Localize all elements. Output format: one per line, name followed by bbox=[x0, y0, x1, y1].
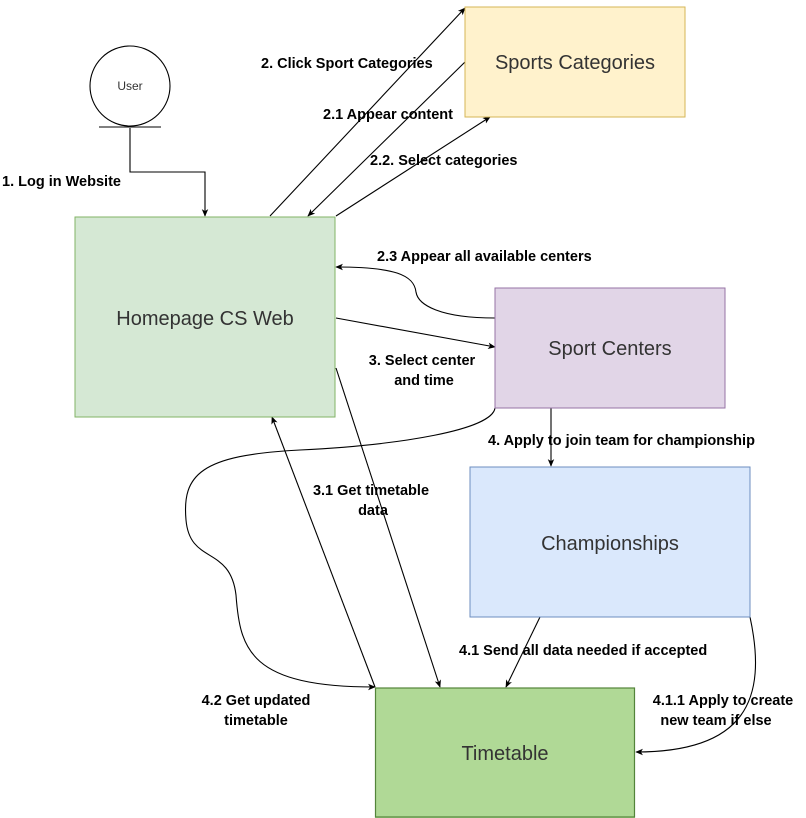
sports-categories-border bbox=[464, 6, 686, 118]
homepage-node: Homepage CS Web bbox=[74, 216, 336, 418]
edge-centers-to-homepage bbox=[335, 263, 496, 319]
edge-homepage-to-timetable bbox=[335, 367, 441, 688]
edge-homepage-to-categories bbox=[269, 7, 466, 217]
edge-label-appear-content: 2.1 Appear content bbox=[323, 107, 453, 123]
edge-label-click-categories: 2. Click Sport Categories bbox=[261, 56, 433, 72]
edge-label-updated-timetable-line2: timetable bbox=[224, 713, 288, 729]
sport-centers-label: Sport Centers bbox=[548, 338, 671, 360]
championships-node: Championships bbox=[469, 466, 751, 618]
edge-championships-new-team bbox=[635, 616, 757, 756]
championships-label: Championships bbox=[541, 533, 679, 555]
edge-label-appear-centers: 2.3 Appear all available centers bbox=[377, 249, 592, 265]
timetable-node: Timetable bbox=[374, 687, 636, 818]
edge-categories-to-homepage bbox=[307, 61, 466, 217]
user-label: User bbox=[117, 79, 142, 93]
sport-centers-node: Sport Centers bbox=[494, 287, 726, 409]
sports-categories-box bbox=[465, 7, 685, 117]
edge-label-create-team-line2: new team if else bbox=[660, 713, 771, 729]
edge-homepage-to-centers bbox=[335, 317, 496, 349]
timetable-box bbox=[375, 688, 635, 818]
timetable-label: Timetable bbox=[461, 743, 548, 765]
edge-label-updated-timetable-line1: 4.2 Get updated bbox=[202, 693, 311, 709]
edge-label-select-center-line1: 3. Select center bbox=[369, 353, 476, 369]
sport-centers-border bbox=[494, 287, 726, 409]
homepage-box bbox=[75, 217, 335, 417]
edge-timetable-to-homepage bbox=[271, 416, 376, 688]
edge-label-get-timetable-line1: 3.1 Get timetable bbox=[313, 483, 429, 499]
sport-centers-box bbox=[495, 288, 725, 408]
sports-categories-node: Sports Categories bbox=[464, 6, 686, 118]
timetable-border bbox=[374, 687, 636, 818]
edge-label-create-team-line1: 4.1.1 Apply to create bbox=[653, 693, 794, 709]
user-node: User bbox=[89, 45, 171, 128]
edge-championships-to-timetable bbox=[505, 616, 541, 688]
homepage-border bbox=[74, 216, 336, 418]
championships-border bbox=[469, 466, 751, 618]
edge-label-get-timetable-line2: data bbox=[358, 503, 389, 519]
edge-label-send-data: 4.1 Send all data needed if accepted bbox=[459, 643, 707, 659]
edge-centers-to-timetable-curve bbox=[184, 407, 496, 691]
edge-label-apply-join: 4. Apply to join team for championship bbox=[488, 433, 755, 449]
homepage-label: Homepage CS Web bbox=[116, 308, 294, 330]
edge-homepage-select-categories bbox=[335, 116, 491, 217]
championships-box bbox=[470, 467, 750, 617]
edge-label-log-in: 1. Log in Website bbox=[2, 174, 121, 190]
sports-categories-label: Sports Categories bbox=[495, 52, 655, 74]
edge-label-select-categories: 2.2. Select categories bbox=[370, 153, 518, 169]
edge-user-to-homepage bbox=[129, 128, 209, 217]
edge-label-select-center-line2: and time bbox=[394, 373, 454, 389]
